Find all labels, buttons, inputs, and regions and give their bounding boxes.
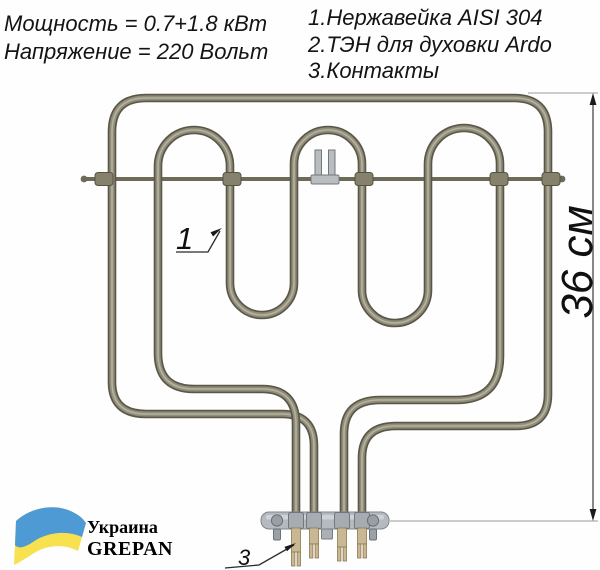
- fork-terminal: [291, 527, 301, 567]
- dimension-label: 36 см: [553, 205, 600, 318]
- callout-3-arrow-icon: [284, 543, 296, 552]
- rod-clamp: [541, 172, 561, 186]
- callout-1-arrow-icon: [210, 228, 222, 237]
- feature-item-model: 2.ТЭН для духовки Ardo: [308, 31, 552, 57]
- dimension-arrow-top-icon: [589, 93, 597, 105]
- flange-bolt-right: [366, 514, 380, 527]
- specs-block: Мощность = 0.7+1.8 кВт Напряжение = 220 …: [4, 10, 268, 66]
- bracket-base: [310, 174, 340, 185]
- fork-terminal: [357, 527, 367, 559]
- ukraine-flag-icon: [14, 507, 86, 565]
- tube-nut: [334, 512, 350, 529]
- support-rod-end-left: [80, 175, 88, 183]
- country-label: Украина: [87, 517, 158, 537]
- rod-clamp: [222, 172, 242, 186]
- callout-heating-tube: 1: [176, 221, 222, 256]
- rod-clamp: [354, 172, 374, 186]
- callout-contacts: 3: [224, 543, 296, 570]
- tube-nut: [306, 512, 322, 529]
- callout-3-leader: [224, 544, 295, 569]
- bake-serpentine-tube: [158, 128, 500, 515]
- fork-terminal: [309, 527, 319, 559]
- callout-3-label: 3: [238, 545, 251, 570]
- features-list: 1.Нержавейка AISI 304 2.ТЭН для духовки …: [308, 5, 552, 85]
- tube-nut: [288, 512, 304, 529]
- contact-terminals: [291, 527, 367, 567]
- feature-item-contacts: 3.Контакты: [308, 58, 440, 83]
- callout-1-leader: [176, 230, 221, 253]
- rod-clamps: [94, 172, 561, 186]
- mounting-flange: [260, 511, 390, 541]
- flange-stud-left: [273, 528, 281, 541]
- dimension-arrow-bottom-icon: [589, 509, 597, 521]
- flag-blue-stripe: [15, 507, 86, 548]
- flange-stud-right: [369, 528, 377, 541]
- branding: Украина GREPAN: [87, 517, 173, 561]
- fork-terminal: [337, 527, 347, 562]
- flange-bolt-left: [270, 514, 284, 527]
- feature-item-material: 1.Нержавейка AISI 304: [308, 5, 543, 30]
- rod-clamp: [489, 172, 509, 186]
- rod-clamp: [94, 172, 114, 186]
- company-label: GREPAN: [87, 537, 173, 560]
- mounting-bracket: [310, 149, 340, 185]
- flange-center-tab: [321, 528, 333, 540]
- callout-1-label: 1: [176, 221, 193, 256]
- voltage-spec: Напряжение = 220 Вольт: [4, 39, 269, 64]
- power-spec: Мощность = 0.7+1.8 кВт: [4, 11, 268, 36]
